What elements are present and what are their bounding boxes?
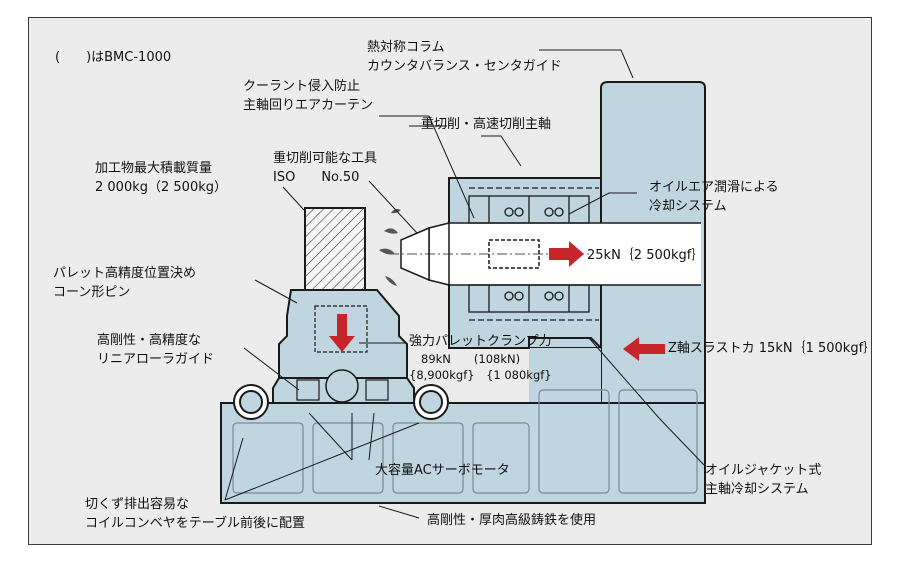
load-label-1: 加工物最大積載質量 xyxy=(95,161,213,176)
guide-label-1: 高剛性・高精度な xyxy=(97,333,202,348)
spindle-bearings xyxy=(468,187,599,321)
curtain-label-2: 主軸回りエアカーテン xyxy=(243,98,374,113)
load-label-2: 2 000kg（2 500kg） xyxy=(95,180,227,195)
clamp-kn-label: 89kN (108kN) xyxy=(421,352,521,366)
pin-label-2: コーン形ピン xyxy=(53,285,131,300)
machine-diagram xyxy=(220,49,706,519)
jacket-label-1: オイルジャケット式 xyxy=(705,463,822,478)
tool-label-2: ISO No.50 xyxy=(273,170,360,185)
tool-label-1: 重切削可能な工具 xyxy=(273,151,378,166)
bmc-note: ( )はBMC-1000 xyxy=(55,50,172,65)
cooling-label-2: 冷却システム xyxy=(649,199,727,214)
spindle-thrust-label: 25kN｛2 500kgf｝ xyxy=(587,248,705,263)
spindle-label: 重切削・高速切削主軸 xyxy=(421,117,552,132)
jacket-label-2: 主軸冷却システム xyxy=(705,482,809,497)
column-lower-step xyxy=(529,348,601,403)
diagram-frame: ( )はBMC-1000 熱対称コラム カウンタバランス・センタガイド クーラン… xyxy=(28,17,876,545)
column-label-1: 熱対称コラム xyxy=(367,40,445,55)
chips xyxy=(379,209,401,286)
force-arrows xyxy=(329,241,665,361)
clamp-chamber xyxy=(314,305,368,353)
chip-label-1: 切くず排出容易な xyxy=(85,497,190,512)
tool-holder xyxy=(389,222,589,286)
clamp-force-arrow xyxy=(329,314,355,352)
clamp-kgf-label: {8,900kgf} {1 080kgf} xyxy=(409,368,552,382)
servo-motor-shape xyxy=(325,369,359,403)
z-thrust-arrow xyxy=(623,337,665,361)
workpiece xyxy=(304,207,366,291)
cooling-label-1: オイルエア潤滑による xyxy=(649,180,779,195)
spindle-thrust-arrow xyxy=(549,241,584,267)
chip-conveyors xyxy=(233,384,449,420)
column-label-2: カウンタバランス・センタガイド xyxy=(367,59,562,74)
leader-lines xyxy=(224,49,706,519)
clamp-title-label: 強力パレットクランプ力 xyxy=(409,334,552,349)
curtain-label-1: クーラント侵入防止 xyxy=(243,79,361,94)
zaxis-thrust-label: Z軸スラストカ 15kN｛1 500kgf｝ xyxy=(668,341,877,356)
bed-ribs xyxy=(232,389,698,494)
pin-label-1: パレット高精度位置決め xyxy=(53,266,197,281)
servo-label: 大容量ACサーボモータ xyxy=(375,463,510,478)
casting-label: 高剛性・厚肉高級鋳鉄を使用 xyxy=(427,513,597,528)
chip-label-2: コイルコンベヤをテーブル前後に配置 xyxy=(85,516,305,531)
guide-label-2: リニアローラガイド xyxy=(97,352,215,367)
